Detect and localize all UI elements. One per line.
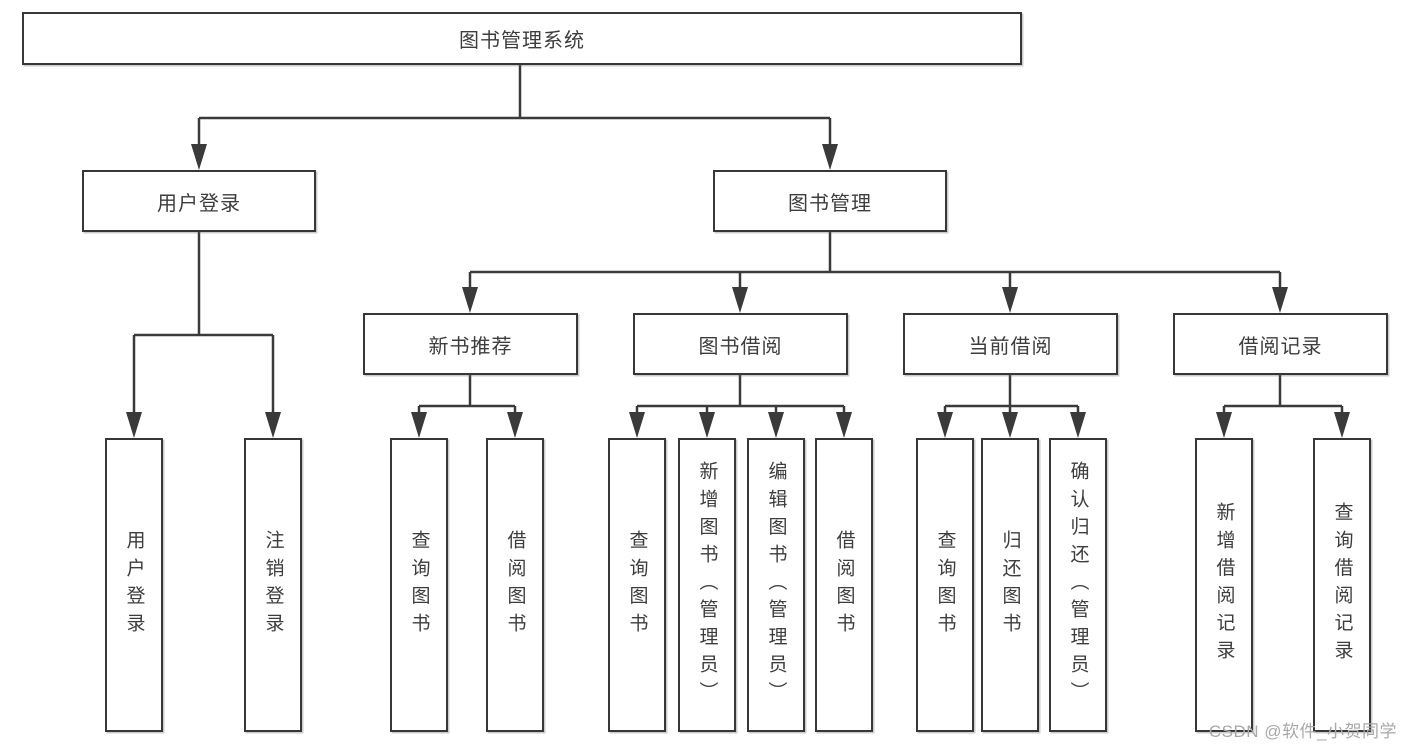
node-add-book-admin: 新增图书（管理员） (678, 438, 736, 732)
node-label: 借阅图书 (504, 529, 526, 641)
node-label: 图书管理 (788, 192, 872, 215)
node-label: 查询借阅记录 (1331, 502, 1353, 668)
node-current-borrowing: 当前借阅 (903, 313, 1118, 375)
node-label: 用户登录 (123, 529, 145, 641)
node-label: 图书借阅 (698, 335, 783, 358)
node-book-management: 图书管理 (713, 170, 947, 232)
node-confirm-return-admin: 确认归还（管理员） (1049, 438, 1107, 732)
node-borrow-books-leaf: 借阅图书 (815, 438, 873, 732)
node-label: 查询图书 (934, 529, 956, 641)
node-label: 新增图书（管理员） (696, 461, 718, 709)
node-label: 借阅记录 (1238, 335, 1323, 358)
node-label: 用户登录 (157, 192, 241, 215)
csdn-watermark: CSDN @软件_小贺同学 (1208, 722, 1397, 741)
arrowhead-icons (126, 144, 1350, 438)
node-library-management-system: 图书管理系统 (22, 12, 1022, 65)
node-label: 图书管理系统 (459, 30, 585, 52)
node-add-borrow-record: 新增借阅记录 (1195, 438, 1253, 732)
node-user-login: 用户登录 (82, 170, 316, 232)
node-edit-book-admin: 编辑图书（管理员） (747, 438, 805, 732)
node-query-books-current: 查询图书 (916, 438, 974, 732)
node-query-borrow-record: 查询借阅记录 (1313, 438, 1371, 732)
node-query-books-recommend: 查询图书 (390, 438, 448, 732)
node-label: 查询图书 (626, 529, 648, 641)
node-user-login-leaf: 用户登录 (105, 438, 163, 732)
node-label: 当前借阅 (968, 335, 1053, 358)
node-logout: 注销登录 (244, 438, 302, 732)
node-label: 注销登录 (262, 529, 284, 641)
node-label: 新增借阅记录 (1213, 502, 1235, 668)
node-book-borrowing: 图书借阅 (633, 313, 848, 375)
node-query-books-borrow: 查询图书 (608, 438, 666, 732)
node-label: 编辑图书（管理员） (765, 461, 787, 709)
node-label: 归还图书 (999, 529, 1021, 641)
node-label: 借阅图书 (833, 529, 855, 641)
node-new-book-recommendation: 新书推荐 (363, 313, 578, 375)
node-label: 确认归还（管理员） (1067, 461, 1089, 709)
node-borrowing-records: 借阅记录 (1173, 313, 1388, 375)
node-label: 新书推荐 (428, 335, 513, 358)
node-label: 查询图书 (408, 529, 430, 641)
node-return-book: 归还图书 (981, 438, 1039, 732)
node-borrow-books-recommend: 借阅图书 (486, 438, 544, 732)
